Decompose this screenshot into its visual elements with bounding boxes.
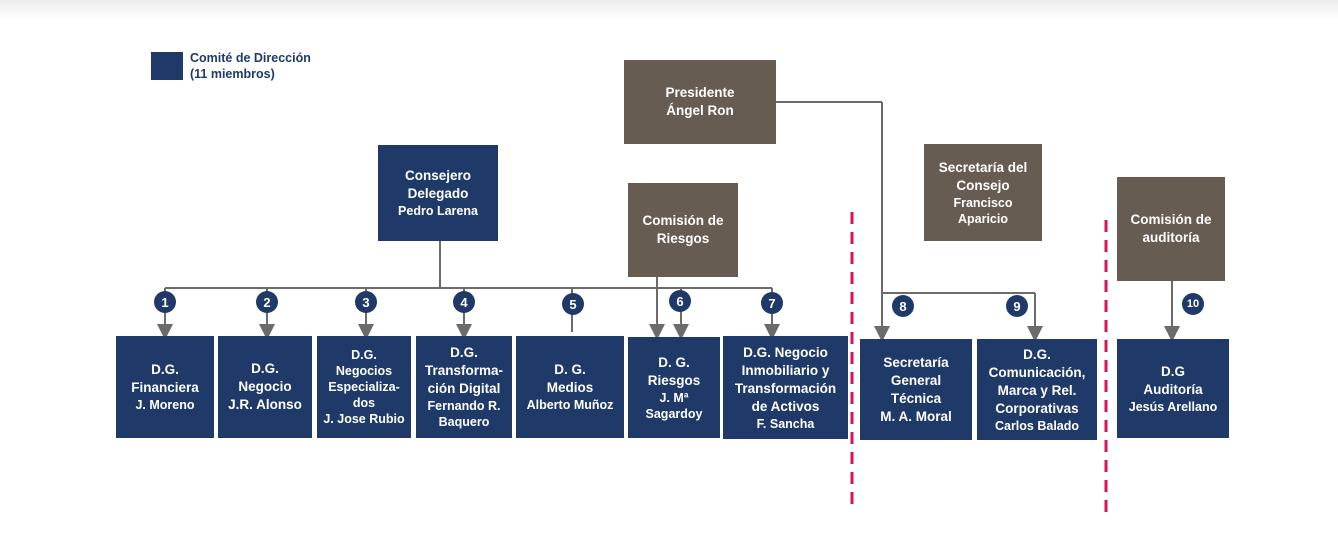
badge-1: 1	[154, 291, 176, 313]
director-box-6[interactable]: D. G. Riesgos J. Mª Sagardoy	[628, 337, 720, 438]
legend-label: Comité de Dirección (11 miembros)	[190, 51, 311, 81]
director-person-5: Alberto Muñoz	[526, 398, 614, 412]
director-box-8[interactable]: Secretaría General Técnica M. A. Moral	[860, 339, 972, 440]
badge-10: 10	[1182, 293, 1204, 315]
comision-riesgos-title: Comisión de Riesgos	[642, 213, 724, 246]
top-shade	[0, 0, 1338, 20]
director-title-4: D.G. Transforma- ción Digital	[424, 345, 504, 396]
consejero-person: Pedro Larena	[398, 204, 478, 218]
director-person-8: M. A. Moral	[880, 408, 952, 424]
badge-7: 7	[761, 292, 783, 314]
director-title-1: D.G. Financiera	[131, 362, 199, 395]
director-title-3: D.G. Negocios Especializa- dos	[328, 348, 400, 410]
director-person-9: Carlos Balado	[994, 418, 1080, 433]
director-box-2[interactable]: D.G. Negocio J.R. Alonso	[218, 336, 312, 438]
director-box-7[interactable]: D.G. Negocio Inmobiliario y Transformaci…	[723, 336, 848, 439]
secretaria-consejo-person: Francisco Aparicio	[953, 195, 1013, 226]
director-title-7: D.G. Negocio Inmobiliario y Transformaci…	[734, 344, 837, 414]
director-person-10: Jesús Arellano	[1128, 399, 1218, 414]
badge-9: 9	[1006, 295, 1028, 317]
badge-3: 3	[355, 291, 377, 313]
director-title-8: Secretaría General Técnica	[883, 354, 949, 406]
comision-auditoria-title: Comisión de auditoría	[1130, 212, 1212, 245]
badge-8: 8	[892, 295, 914, 317]
director-box-1[interactable]: D.G. Financiera J. Moreno	[116, 336, 214, 438]
director-box-10[interactable]: D.G Auditoría Jesús Arellano	[1117, 339, 1229, 438]
director-box-5[interactable]: D. G. Medios Alberto Muñoz	[516, 336, 624, 438]
director-title-10: D.G Auditoría	[1143, 363, 1203, 397]
secretaria-consejo-box[interactable]: Secretaría del Consejo Francisco Aparici…	[924, 144, 1042, 241]
director-person-7: F. Sancha	[756, 416, 815, 431]
legend-swatch	[151, 52, 183, 80]
badge-2: 2	[256, 291, 278, 313]
director-title-9: D.G. Comunicación, Marca y Rel. Corporat…	[988, 346, 1086, 416]
secretaria-consejo-title: Secretaría del Consejo	[938, 159, 1028, 193]
comision-riesgos-box[interactable]: Comisión de Riesgos	[628, 183, 738, 277]
director-box-4[interactable]: D.G. Transforma- ción Digital Fernando R…	[416, 336, 512, 438]
director-person-1: J. Moreno	[135, 398, 195, 412]
badge-4: 4	[453, 291, 475, 313]
director-title-2: D.G. Negocio	[238, 361, 292, 394]
consejero-title: Consejero Delegado	[404, 168, 472, 201]
presidente-title: Presidente	[665, 85, 735, 100]
badge-6: 6	[669, 290, 691, 312]
consejero-delegado-box[interactable]: Consejero Delegado Pedro Larena	[378, 145, 498, 241]
badge-5: 5	[562, 293, 584, 315]
director-title-6: D. G. Riesgos	[647, 354, 701, 388]
director-person-2: J.R. Alonso	[228, 397, 302, 412]
director-title-5: D. G. Medios	[546, 362, 594, 395]
comision-auditoria-box[interactable]: Comisión de auditoría	[1117, 177, 1225, 281]
director-person-6: J. Mª Sagardoy	[645, 390, 703, 421]
presidente-person: Ángel Ron	[666, 103, 734, 118]
presidente-box[interactable]: Presidente Ángel Ron	[624, 60, 776, 144]
director-person-4: Fernando R. Baquero	[427, 399, 501, 429]
director-box-3[interactable]: D.G. Negocios Especializa- dos J. Jose R…	[317, 336, 411, 438]
director-person-3: J. Jose Rubio	[323, 412, 405, 426]
director-box-9[interactable]: D.G. Comunicación, Marca y Rel. Corporat…	[977, 339, 1097, 440]
